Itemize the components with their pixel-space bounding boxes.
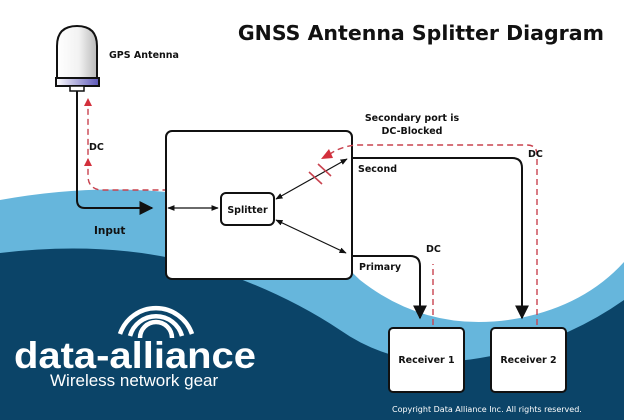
gps-antenna-label: GPS Antenna (109, 50, 179, 61)
dc-antenna-label: DC (89, 142, 104, 153)
dc-second-label: DC (528, 149, 543, 160)
splitter-to-second-link (275, 158, 348, 200)
second-port-label: Second (358, 164, 397, 175)
wifi-signal-arcs-icon (117, 305, 195, 339)
input-cable (76, 91, 154, 215)
receiver-1-label: Receiver 1 (398, 355, 454, 366)
primary-port-cable (352, 255, 427, 320)
dc-arrow-up-icon (84, 158, 92, 166)
dc-blocked-note-line2: DC-Blocked (382, 126, 443, 137)
copyright-notice: Copyright Data Alliance Inc. All rights … (392, 405, 582, 414)
primary-port-label: Primary (359, 262, 402, 273)
receiver-2-label: Receiver 2 (500, 355, 556, 366)
receiver-1: Receiver 1 (388, 327, 465, 393)
brand-logo-text: data-alliance (14, 335, 256, 376)
splitter-to-primary-link (275, 219, 347, 254)
dc-arrow-blocked-icon (321, 149, 333, 159)
gps-antenna-dome-icon (55, 24, 100, 92)
brand-tagline: Wireless network gear (50, 371, 219, 390)
dc-primary-label: DC (426, 244, 441, 255)
input-label: Input (94, 225, 125, 237)
dc-block-mark (317, 163, 332, 177)
diagram-title: GNSS Antenna Splitter Diagram (238, 21, 604, 45)
dark-blue-swoosh (0, 248, 624, 420)
splitter-label: Splitter (227, 205, 268, 216)
receiver-2: Receiver 2 (490, 327, 567, 393)
splitter-block (220, 192, 275, 226)
dc-block-mark (308, 171, 323, 185)
dc-blocked-note-line1: Secondary port is (365, 113, 460, 124)
dc-arrow-up-icon (84, 98, 92, 106)
dc-path-receiver-2 (329, 144, 538, 325)
second-port-cable (352, 157, 529, 320)
